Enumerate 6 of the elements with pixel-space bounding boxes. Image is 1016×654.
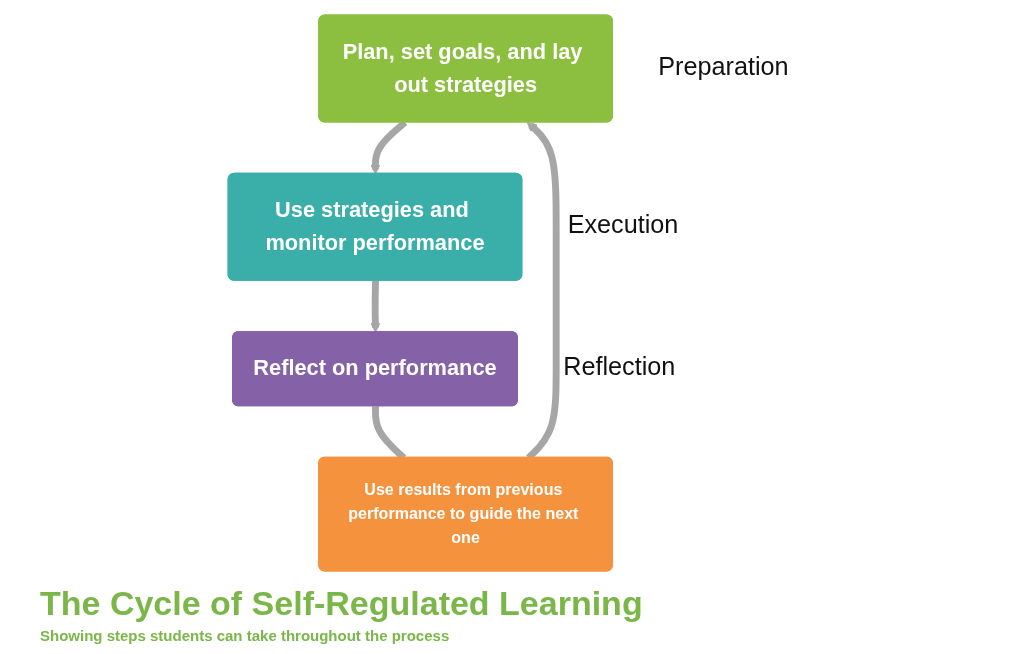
arrow <box>369 280 380 333</box>
diagram-caption: Showing steps students can take throughout the process <box>40 627 450 644</box>
stage-label: Execution <box>567 210 678 239</box>
stage-label: Reflection <box>562 352 675 381</box>
stage-label: Preparation <box>657 52 789 81</box>
diagram-title: The Cycle of Self-Regulated Learning <box>40 584 643 623</box>
